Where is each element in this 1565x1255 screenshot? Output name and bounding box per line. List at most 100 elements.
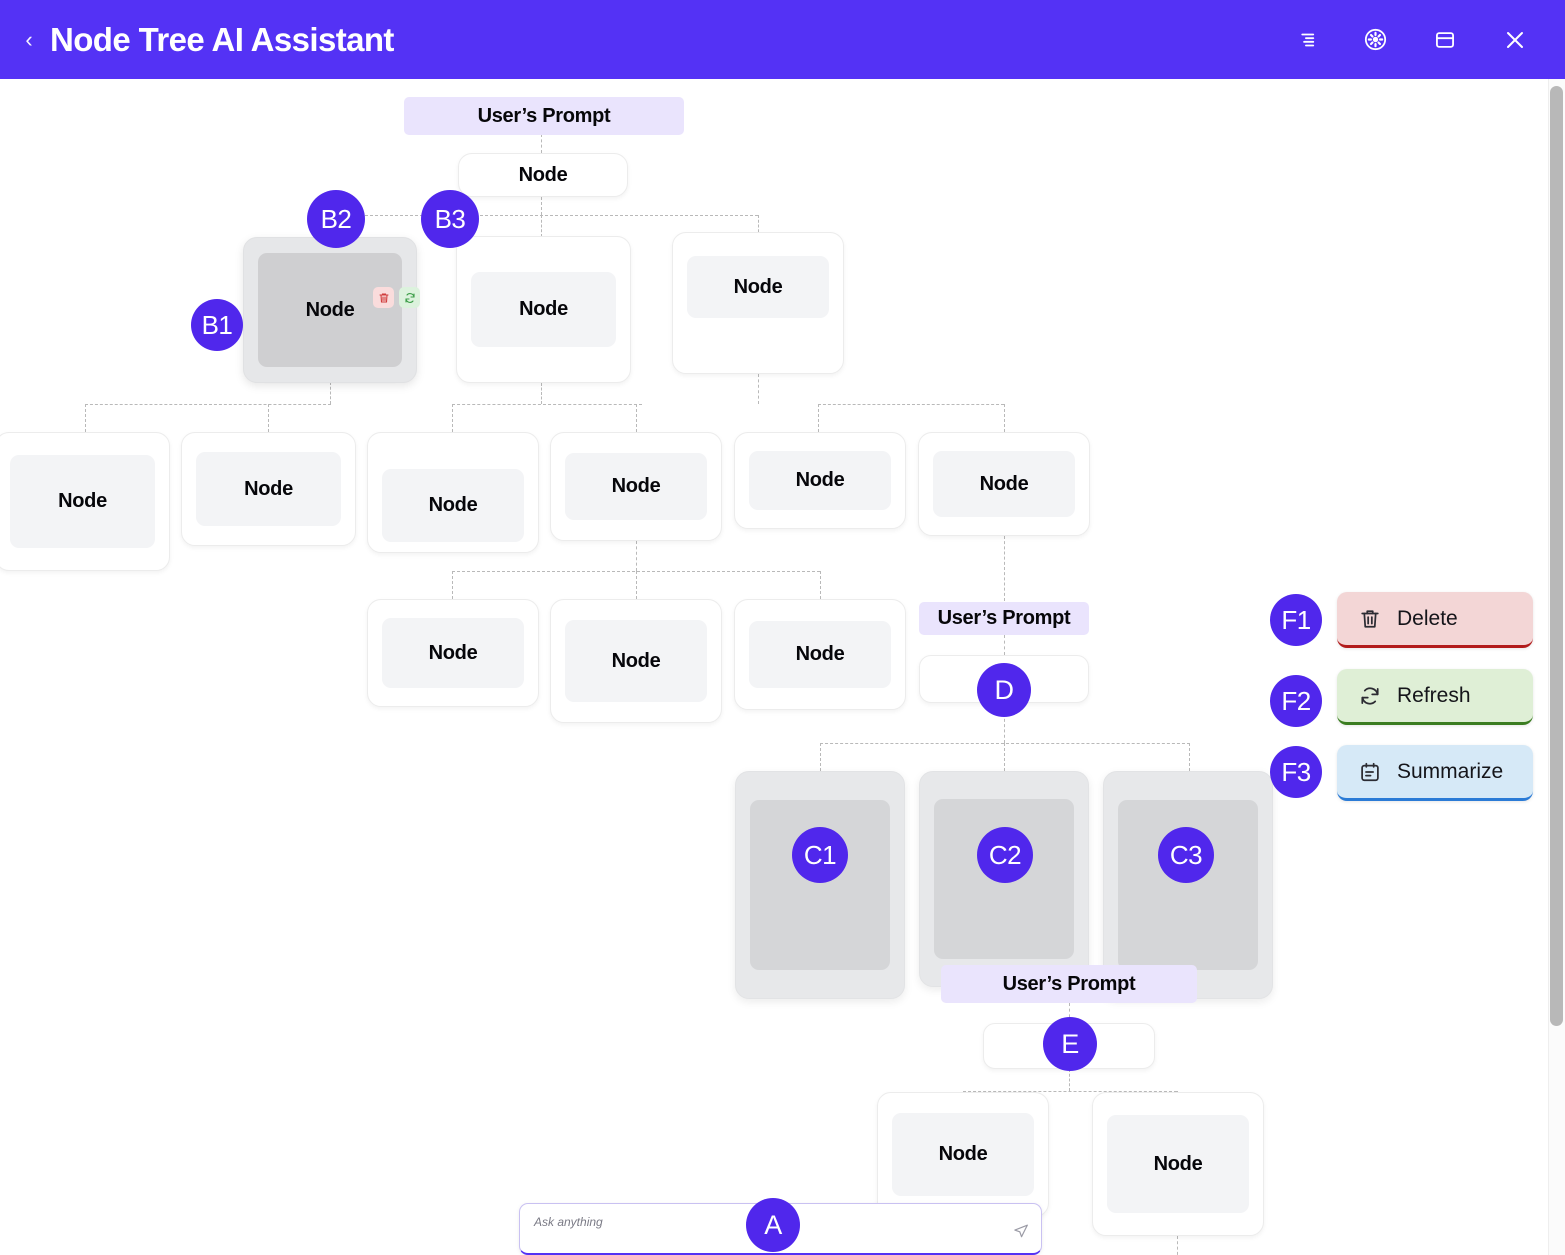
titlebar-actions: [1291, 26, 1565, 54]
node-label: Node: [938, 1143, 988, 1165]
tree-node[interactable]: Node: [367, 599, 539, 707]
tree-node[interactable]: Node: [734, 599, 906, 710]
node-refresh-button[interactable]: [399, 287, 420, 308]
tree-node[interactable]: Node: [1092, 1092, 1264, 1236]
refresh-button[interactable]: Refresh: [1337, 669, 1533, 725]
node-inner: Node: [382, 618, 524, 688]
tree-node[interactable]: Node: [734, 432, 906, 529]
tree-node[interactable]: Node: [672, 232, 844, 374]
node-tree-canvas[interactable]: User’s Prompt Node Node: [0, 79, 1565, 1255]
node-label: Node: [518, 163, 568, 186]
connector: [541, 134, 542, 153]
node-inner: Node: [892, 1113, 1034, 1196]
settings-gear-icon[interactable]: [1361, 26, 1389, 54]
tree-node-loading[interactable]: [919, 771, 1089, 987]
node-inner: Node: [933, 451, 1075, 517]
connector: [541, 197, 542, 215]
connector: [636, 541, 637, 571]
node-label: Node: [519, 298, 568, 320]
connector: [85, 404, 331, 405]
tree-node[interactable]: Node: [0, 432, 170, 571]
connector: [636, 404, 637, 432]
tree-node[interactable]: Node: [456, 236, 631, 383]
connector: [452, 404, 642, 405]
connector: [1004, 743, 1005, 771]
connector: [963, 1091, 1177, 1092]
summarize-icon: [1359, 761, 1381, 783]
node-label: Node: [979, 472, 1029, 495]
annotation-marker-f1: F1: [1270, 594, 1322, 646]
annotation-marker-c1: C1: [792, 827, 848, 883]
annotation-marker-c2: C2: [977, 827, 1033, 883]
connector: [452, 404, 453, 432]
prompt-input-placeholder[interactable]: Ask anything: [534, 1215, 603, 1229]
node-inner: Node: [749, 621, 891, 688]
node-inner: Node: [382, 469, 524, 542]
annotation-marker-c3: C3: [1158, 827, 1214, 883]
node-inner: Node: [565, 620, 707, 702]
align-right-icon[interactable]: [1291, 26, 1319, 54]
annotation-marker-b1: B1: [191, 299, 243, 351]
user-prompt-label: User’s Prompt: [937, 607, 1071, 629]
connector: [1004, 536, 1005, 601]
connector: [85, 404, 86, 432]
tree-node-selected[interactable]: Node: [243, 237, 417, 383]
send-plane-icon[interactable]: [1013, 1223, 1029, 1244]
node-delete-button[interactable]: [373, 287, 394, 308]
refresh-button-label: Refresh: [1397, 683, 1471, 707]
connector: [818, 404, 819, 432]
tree-node[interactable]: Node: [367, 432, 539, 553]
node-label: Node: [795, 643, 845, 665]
connector: [1004, 404, 1005, 432]
user-prompt-badge: User’s Prompt: [404, 97, 684, 135]
connector: [820, 743, 821, 771]
node-inner: Node: [687, 256, 829, 318]
annotation-marker-f3: F3: [1270, 746, 1322, 798]
tree-node[interactable]: Node: [877, 1092, 1049, 1217]
node-label: Node: [244, 477, 293, 500]
node-skeleton-body: [750, 800, 890, 970]
tree-node[interactable]: Node: [550, 599, 722, 723]
tree-node-loading[interactable]: [1103, 771, 1273, 999]
back-chevron-icon[interactable]: ‹: [25, 26, 33, 52]
close-icon[interactable]: [1501, 26, 1529, 54]
annotation-marker-d: D: [977, 663, 1031, 717]
tree-node[interactable]: Node: [458, 153, 628, 197]
vertical-scrollbar-thumb[interactable]: [1550, 86, 1563, 1026]
node-inline-actions: [373, 287, 420, 308]
connector: [820, 743, 1190, 744]
user-prompt-label: User’s Prompt: [477, 104, 611, 127]
connector: [268, 404, 269, 432]
node-label: Node: [611, 475, 661, 497]
connector: [541, 215, 542, 237]
user-prompt-label: User’s Prompt: [1002, 972, 1136, 995]
node-label: Node: [428, 641, 478, 664]
annotation-marker-f2: F2: [1270, 675, 1322, 727]
annotation-marker-a: A: [746, 1198, 800, 1252]
node-inner: Node: [749, 451, 891, 510]
app-titlebar: ‹ Node Tree AI Assistant: [0, 0, 1565, 79]
user-prompt-badge: User’s Prompt: [941, 965, 1197, 1003]
delete-button-label: Delete: [1397, 606, 1458, 630]
node-skeleton-body: [1118, 800, 1258, 970]
connector: [758, 215, 759, 237]
node-label: Node: [795, 469, 845, 491]
connector: [330, 215, 758, 216]
connector: [452, 571, 453, 599]
tree-node[interactable]: Node: [550, 432, 722, 541]
delete-button[interactable]: Delete: [1337, 592, 1533, 648]
connector: [1004, 703, 1005, 743]
tree-node[interactable]: Node: [181, 432, 356, 546]
connector: [1004, 635, 1005, 655]
page-title: Node Tree AI Assistant: [50, 20, 394, 58]
tree-node[interactable]: Node: [918, 432, 1090, 536]
summarize-button[interactable]: Summarize: [1337, 745, 1533, 801]
tree-node-loading[interactable]: [735, 771, 905, 999]
panel-layout-icon[interactable]: [1431, 26, 1459, 54]
connector: [1177, 1236, 1178, 1255]
node-inner: Node: [258, 253, 402, 367]
node-inner: Node: [196, 452, 341, 526]
connector: [541, 383, 542, 404]
node-inner: Node: [471, 272, 616, 347]
trash-icon: [1359, 608, 1381, 630]
